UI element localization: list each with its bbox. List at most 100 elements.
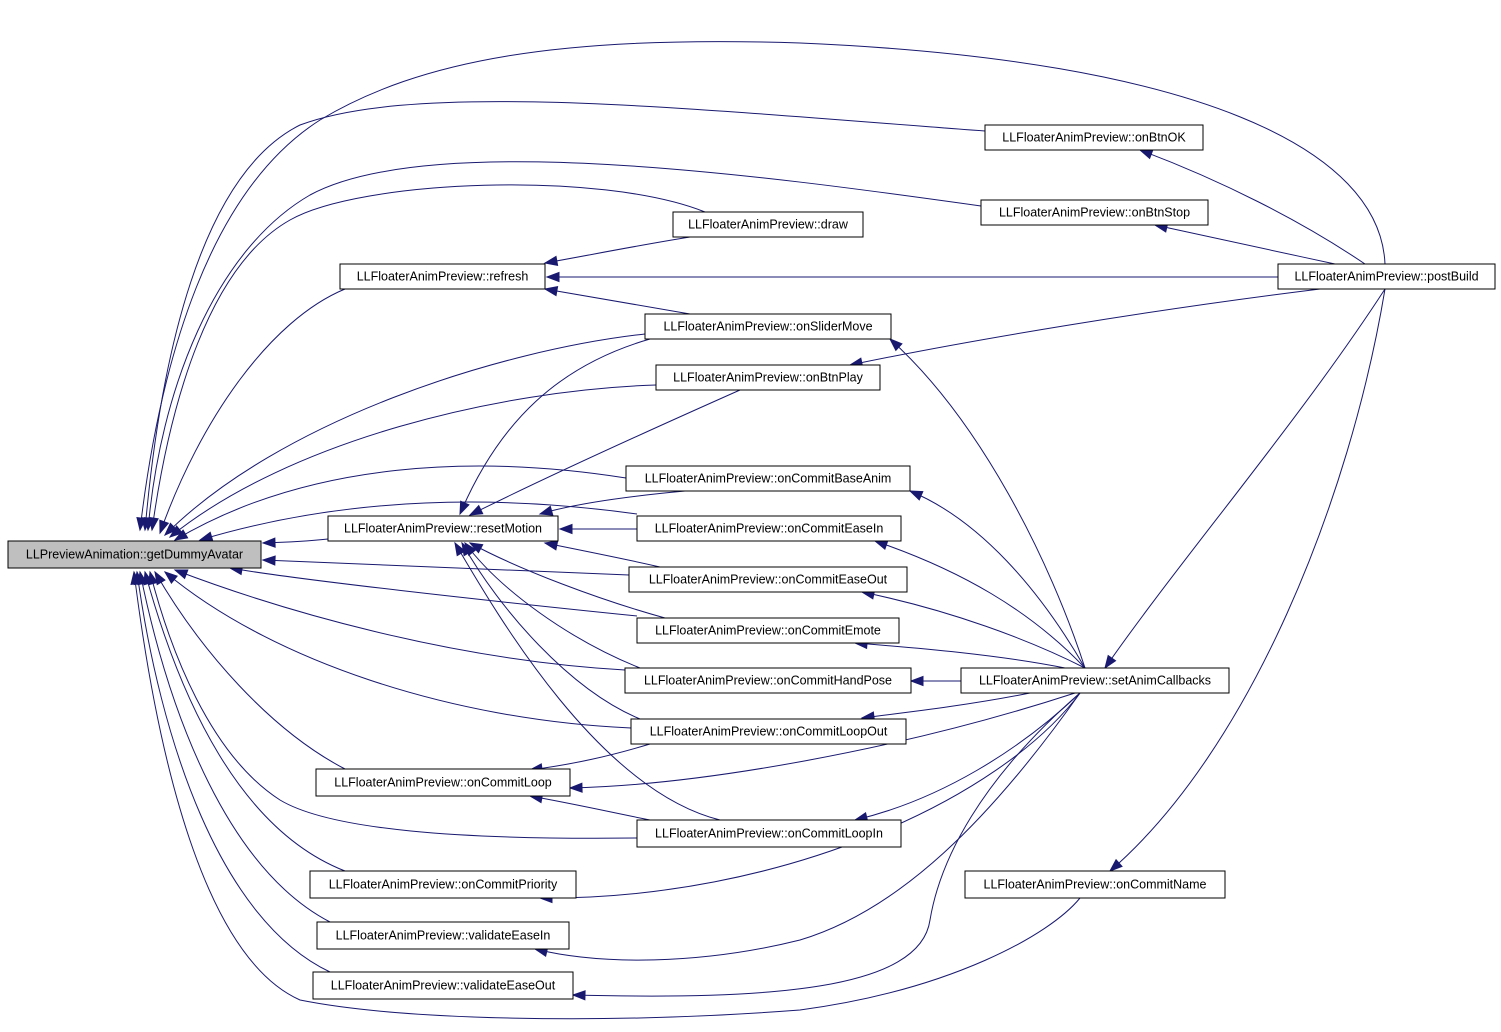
edge-onBtnPlay-to-root [169, 384, 657, 538]
edge-validateEaseOut-to-root [136, 571, 331, 973]
node-onCommitLoopIn[interactable]: LLFloaterAnimPreview::onCommitLoopIn [636, 819, 902, 848]
edge-onCommitHandPose-to-resetMotion [464, 542, 641, 669]
arrowhead [571, 990, 586, 1001]
edge-onCommitPriority-to-root [144, 571, 346, 872]
arrowhead [261, 537, 276, 548]
arrowhead [1104, 654, 1117, 670]
node-onSliderMove[interactable]: LLFloaterAnimPreview::onSliderMove [644, 313, 892, 340]
node-onBtnStop[interactable]: LLFloaterAnimPreview::onBtnStop [980, 199, 1209, 226]
edge-onSliderMove-to-resetMotion [459, 338, 651, 515]
edge-postBuild-to-onBtnStop [1154, 224, 1336, 265]
node-postBuild[interactable]: LLFloaterAnimPreview::postBuild [1277, 263, 1496, 290]
edge-refresh-to-root [159, 288, 346, 534]
node-onCommitLoop[interactable]: LLFloaterAnimPreview::onCommitLoop [315, 768, 571, 797]
edge-onCommitHandPose-to-root [174, 569, 626, 671]
edge-onCommitLoopOut-to-resetMotion [461, 542, 641, 720]
node-label: LLFloaterAnimPreview::onSliderMove [663, 320, 872, 334]
node-label: LLFloaterAnimPreview::onCommitHandPose [644, 674, 892, 688]
edge-setAnimCallbacks-to-onCommitLoopOut [861, 692, 1031, 719]
edge-onCommitName-to-root [133, 571, 1081, 1020]
arrowhead [545, 271, 560, 283]
node-onCommitEaseOut[interactable]: LLFloaterAnimPreview::onCommitEaseOut [628, 566, 908, 593]
arrowhead [568, 782, 583, 793]
edge-onCommitLoop-to-root [154, 571, 346, 770]
node-getDummyAvatar[interactable]: LLPreviewAnimation::getDummyAvatar [7, 540, 262, 569]
edge-draw-to-refresh [544, 236, 691, 264]
node-label: LLFloaterAnimPreview::onCommitEaseOut [649, 573, 888, 587]
node-label: LLFloaterAnimPreview::onCommitEmote [655, 624, 881, 638]
nodes-layer: LLPreviewAnimation::getDummyAvatar LLFlo… [7, 124, 1496, 1000]
arrowhead [468, 542, 484, 554]
arrowhead [459, 500, 470, 516]
edge-onCommitLoopOut-to-root [164, 571, 632, 729]
edge-onCommitEmote-to-resetMotion [469, 542, 666, 619]
edge-onSliderMove-to-refresh [544, 288, 691, 315]
node-label: LLFloaterAnimPreview::validateEaseIn [336, 929, 551, 943]
node-onCommitEaseIn[interactable]: LLFloaterAnimPreview::onCommitEaseIn [636, 515, 902, 542]
edge-setAnimCallbacks-to-onCommitBaseAnim [909, 490, 1086, 669]
arrowhead [909, 675, 924, 687]
node-setAnimCallbacks[interactable]: LLFloaterAnimPreview::setAnimCallbacks [960, 667, 1230, 694]
node-label: LLFloaterAnimPreview::onCommitBaseAnim [645, 472, 892, 486]
edge-postBuild-to-setAnimCallbacks [1104, 288, 1386, 669]
node-onBtnOK[interactable]: LLFloaterAnimPreview::onBtnOK [984, 124, 1204, 151]
node-label: LLFloaterAnimPreview::onCommitEaseIn [655, 522, 884, 536]
node-onCommitHandPose[interactable]: LLFloaterAnimPreview::onCommitHandPose [624, 667, 912, 694]
node-validateEaseIn[interactable]: LLFloaterAnimPreview::validateEaseIn [316, 921, 570, 950]
node-label: LLFloaterAnimPreview::onBtnStop [999, 206, 1190, 220]
arrowhead [154, 570, 166, 586]
edge-postBuild-to-onBtnPlay [849, 288, 1321, 366]
arrowhead [198, 531, 214, 542]
arrowhead [543, 286, 559, 297]
node-onCommitLoopOut[interactable]: LLFloaterAnimPreview::onCommitLoopOut [630, 718, 907, 745]
edge-setAnimCallbacks-to-onCommitLoop [569, 692, 1076, 789]
arrowhead [168, 525, 184, 538]
arrowhead [888, 338, 903, 352]
node-onCommitName[interactable]: LLFloaterAnimPreview::onCommitName [964, 870, 1226, 899]
node-label: LLFloaterAnimPreview::validateEaseOut [331, 979, 556, 993]
node-onCommitBaseAnim[interactable]: LLFloaterAnimPreview::onCommitBaseAnim [625, 465, 911, 492]
edge-draw-to-root [151, 184, 706, 531]
edge-setAnimCallbacks-to-onSliderMove [889, 338, 1086, 669]
arrowhead [261, 555, 276, 566]
node-validateEaseOut[interactable]: LLFloaterAnimPreview::validateEaseOut [312, 971, 574, 1000]
edge-onCommitEaseOut-to-resetMotion [544, 542, 661, 568]
edge-onCommitBaseAnim-to-root [174, 465, 627, 541]
arrowhead [468, 504, 484, 516]
edge-postBuild-to-onCommitName [1109, 288, 1386, 872]
arrowhead [136, 516, 147, 532]
node-label: LLFloaterAnimPreview::onCommitName [984, 878, 1207, 892]
edge-onBtnPlay-to-resetMotion [469, 389, 741, 516]
edge-setAnimCallbacks-to-validateEaseOut [572, 692, 1081, 997]
node-onCommitPriority[interactable]: LLFloaterAnimPreview::onCommitPriority [309, 870, 577, 899]
node-label: LLFloaterAnimPreview::setAnimCallbacks [979, 674, 1211, 688]
node-onCommitEmote[interactable]: LLFloaterAnimPreview::onCommitEmote [636, 617, 900, 644]
edge-setAnimCallbacks-to-onCommitEaseIn [874, 540, 1086, 669]
edge-onSliderMove-to-root [164, 333, 646, 536]
node-label: LLFloaterAnimPreview::onCommitLoopIn [655, 827, 883, 841]
node-label: LLFloaterAnimPreview::draw [688, 218, 849, 232]
arrowhead [173, 569, 189, 580]
arrowhead [873, 540, 889, 551]
edge-setAnimCallbacks-to-onCommitLoopIn [854, 692, 1081, 821]
node-onBtnPlay[interactable]: LLFloaterAnimPreview::onBtnPlay [655, 364, 881, 391]
node-label: LLPreviewAnimation::getDummyAvatar [26, 548, 243, 562]
node-label: LLFloaterAnimPreview::resetMotion [344, 522, 542, 536]
arrowhead [558, 523, 573, 535]
arrowhead [543, 540, 559, 551]
node-draw[interactable]: LLFloaterAnimPreview::draw [672, 211, 864, 238]
arrowhead [1108, 858, 1123, 872]
edge-onBtnOK-to-root [144, 101, 986, 531]
arrowhead [163, 522, 178, 536]
edge-onCommitEaseOut-to-root [262, 559, 630, 576]
arrowhead [159, 519, 170, 535]
node-refresh[interactable]: LLFloaterAnimPreview::refresh [339, 263, 546, 290]
arrowhead [163, 571, 178, 584]
arrowhead [908, 490, 924, 501]
arrowhead [148, 516, 159, 532]
edge-onCommitLoopIn-to-onCommitLoop [529, 795, 651, 821]
node-resetMotion[interactable]: LLFloaterAnimPreview::resetMotion [327, 515, 559, 542]
edge-onCommitEaseIn-to-root [199, 501, 638, 541]
arrowhead [130, 570, 141, 586]
